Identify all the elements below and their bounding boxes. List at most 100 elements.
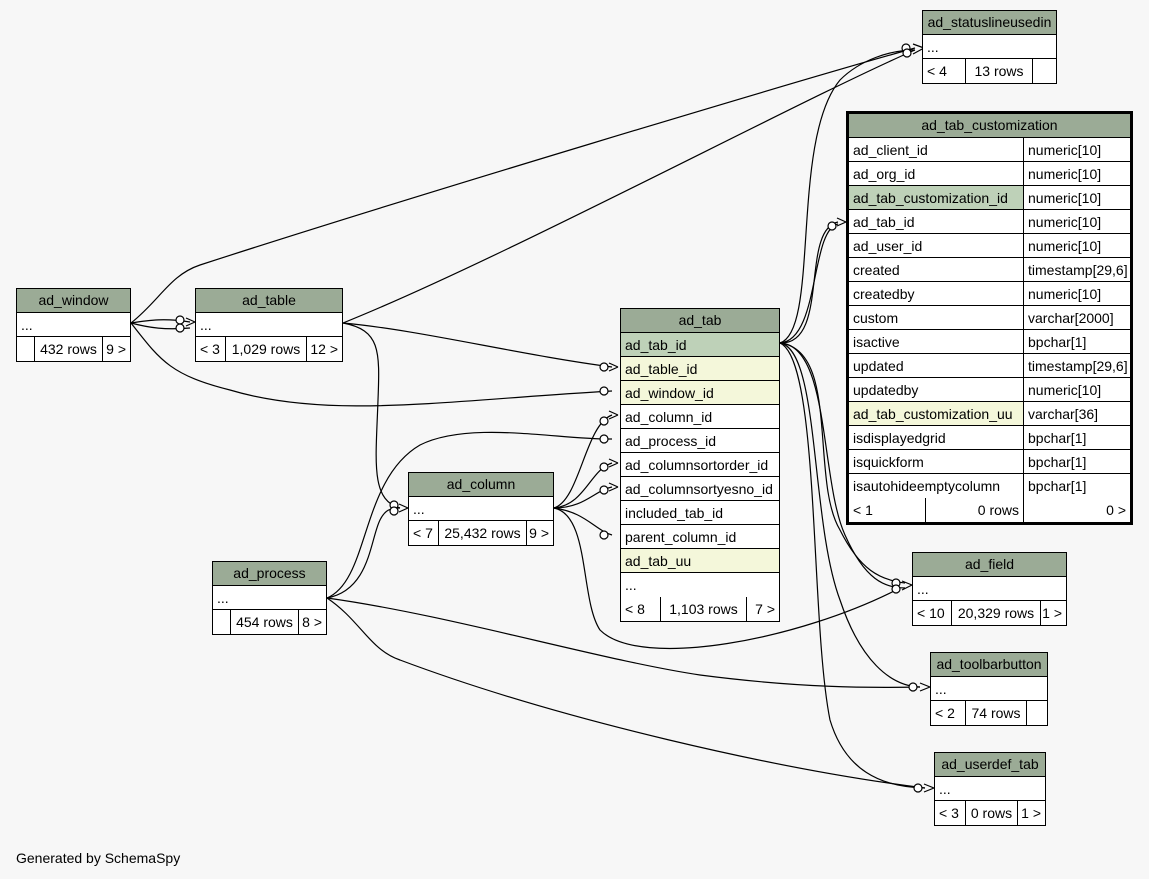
link-window-tab <box>130 322 613 407</box>
table-row: updated timestamp[29,6] <box>849 354 1130 378</box>
children-count[interactable]: 12 > <box>306 337 342 361</box>
parents-count[interactable]: < 7 <box>413 525 433 541</box>
table-title: ad_tab_customization <box>849 114 1130 138</box>
parents-count[interactable] <box>17 337 34 361</box>
table-title: ad_userdef_tab <box>935 753 1045 777</box>
table-title: ad_toolbarbutton <box>931 653 1047 677</box>
column-ellipsis: ... <box>217 589 229 606</box>
table-row: ad_tab_id <box>621 333 779 357</box>
children-count[interactable] <box>1032 59 1056 83</box>
table-row: ad_columnsortyesno_id <box>621 477 779 501</box>
table-ad-toolbarbutton[interactable]: ad_toolbarbutton ... < 2 74 rows <box>930 652 1048 726</box>
children-count[interactable]: 9 > <box>526 521 553 545</box>
table-row: ad_table_id <box>621 357 779 381</box>
table-row: ad_window_id <box>621 381 779 405</box>
table-ad-window[interactable]: ad_window ... 432 rows 9 > <box>16 288 131 362</box>
column-name: updated <box>853 357 904 374</box>
table-ad-table[interactable]: ad_table ... < 3 1,029 rows 12 > <box>195 288 343 362</box>
table-row: isactive bpchar[1] <box>849 330 1130 354</box>
column-name: ad_process_id <box>625 432 717 449</box>
parents-count[interactable]: < 3 <box>939 805 959 821</box>
column-ellipsis: ... <box>21 316 33 333</box>
row-count: 13 rows <box>965 59 1032 83</box>
children-count[interactable] <box>1026 701 1047 725</box>
column-name: ad_columnsortorder_id <box>625 456 769 473</box>
table-row: parent_column_id <box>621 525 779 549</box>
children-count[interactable]: 7 > <box>746 597 779 621</box>
table-title: ad_process <box>213 562 326 586</box>
link-table-tab <box>342 322 613 368</box>
parents-count[interactable]: < 10 <box>917 605 945 621</box>
column-ellipsis: ... <box>935 680 947 697</box>
parents-count[interactable]: < 4 <box>927 63 947 79</box>
row-count: 454 rows <box>230 610 298 634</box>
column-name: ad_columnsortyesno_id <box>625 480 773 497</box>
column-name: ad_user_id <box>853 237 923 254</box>
column-name: ad_client_id <box>853 141 928 158</box>
column-ellipsis: ... <box>200 316 212 333</box>
table-ad-column[interactable]: ad_column ... < 7 25,432 rows 9 > <box>408 472 554 546</box>
column-type: varchar[2000] <box>1023 306 1130 329</box>
column-name: createdby <box>853 285 915 302</box>
link-process-toolbar <box>326 597 921 688</box>
children-count[interactable]: 1 > <box>1017 801 1045 825</box>
parents-count[interactable] <box>213 610 230 634</box>
link-tab-userdef <box>779 342 926 789</box>
column-ellipsis: ... <box>927 38 939 55</box>
link-process-column <box>326 507 401 599</box>
link-tab-customization <box>779 221 839 344</box>
table-ad-field[interactable]: ad_field ... < 10 20,329 rows 1 > <box>912 552 1067 626</box>
parents-count[interactable]: < 8 <box>625 601 645 617</box>
table-ad-userdef-tab[interactable]: ad_userdef_tab ... < 3 0 rows 1 > <box>934 752 1046 826</box>
table-row: included_tab_id <box>621 501 779 525</box>
column-name: updatedby <box>853 381 919 398</box>
column-name: custom <box>853 309 899 326</box>
column-name: isactive <box>853 333 900 350</box>
children-count[interactable]: 8 > <box>298 610 326 634</box>
column-type: numeric[10] <box>1023 162 1130 185</box>
column-ellipsis: ... <box>939 780 951 797</box>
column-type: bpchar[1] <box>1023 330 1130 353</box>
row-count: 74 rows <box>965 701 1026 725</box>
link-tab-field <box>779 342 906 584</box>
table-ad-process[interactable]: ad_process ... 454 rows 8 > <box>212 561 327 635</box>
table-title: ad_table <box>196 289 342 313</box>
row-count: 1,103 rows <box>660 597 746 621</box>
row-count: 0 rows <box>925 498 1023 522</box>
parents-count[interactable]: < 1 <box>853 502 873 518</box>
column-type: numeric[10] <box>1023 186 1130 209</box>
column-name: ad_tab_uu <box>621 549 779 572</box>
table-ad-statuslineusedin[interactable]: ad_statuslineusedin ... < 4 13 rows <box>922 10 1057 84</box>
column-ellipsis: ... <box>413 500 425 517</box>
table-row: custom varchar[2000] <box>849 306 1130 330</box>
children-count[interactable]: 0 > <box>1023 498 1130 522</box>
table-row: ad_tab_uu <box>621 549 779 573</box>
row-count: 25,432 rows <box>438 521 526 545</box>
column-type: bpchar[1] <box>1023 474 1130 498</box>
column-type: numeric[10] <box>1023 378 1130 401</box>
link-process-tab <box>326 431 613 599</box>
column-type: timestamp[29,6] <box>1023 354 1130 377</box>
column-name: created <box>853 261 900 278</box>
column-name: isdisplayedgrid <box>853 429 946 446</box>
link-window-statusline <box>130 47 916 324</box>
children-count[interactable]: 1 > <box>1040 601 1066 625</box>
column-name: ad_column_id <box>625 408 713 425</box>
children-count[interactable]: 9 > <box>102 337 130 361</box>
parents-count[interactable]: < 3 <box>200 341 220 357</box>
column-name: ad_table_id <box>621 357 779 380</box>
table-title: ad_column <box>409 473 553 497</box>
parents-count[interactable]: < 2 <box>935 705 955 721</box>
table-title: ad_tab <box>621 309 779 333</box>
table-title: ad_statuslineusedin <box>923 11 1056 35</box>
